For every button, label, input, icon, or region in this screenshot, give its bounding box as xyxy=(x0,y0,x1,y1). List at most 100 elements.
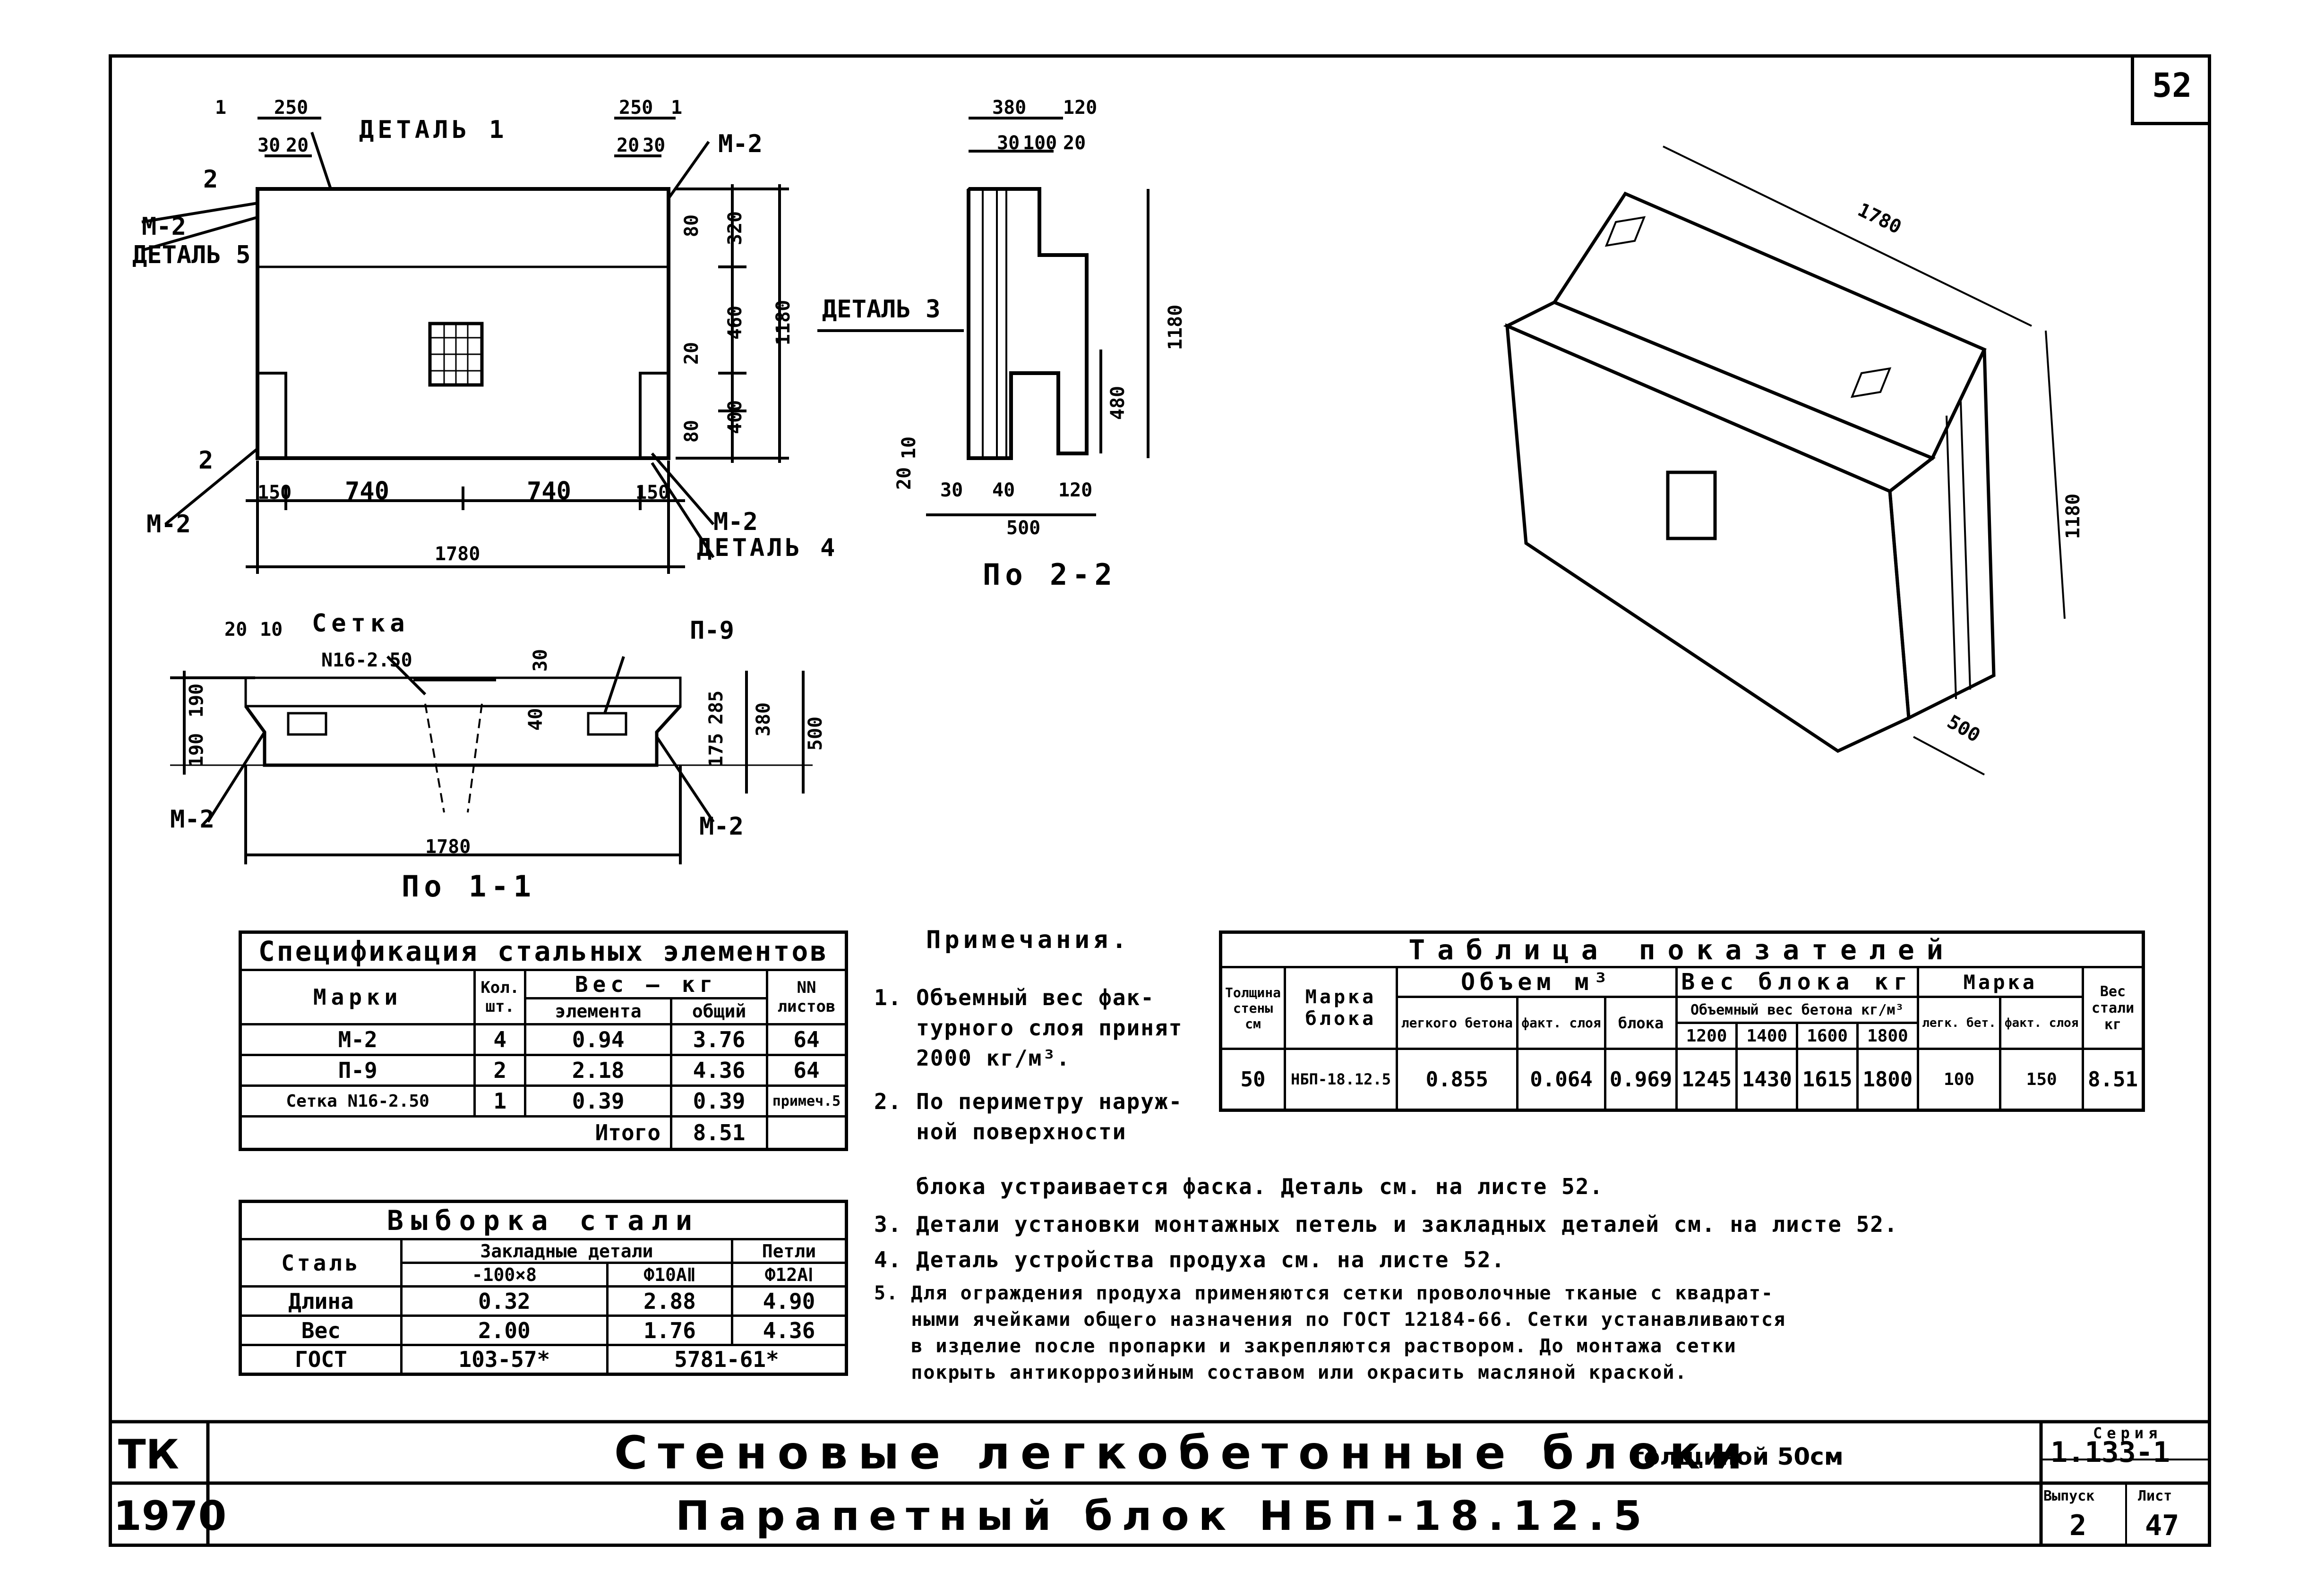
steel-table-title: Выборка стали xyxy=(239,1200,848,1240)
plan-dim-190-bottom: 190 xyxy=(186,733,208,768)
side-dim-480: 480 xyxy=(1107,385,1129,420)
plan-dim-30: 30 xyxy=(530,649,552,672)
dim-30-right: 30 xyxy=(643,135,666,156)
plan-section-caption: По 1-1 xyxy=(402,869,536,904)
spec-cell: 4.36 xyxy=(670,1054,768,1087)
spec-col-qty: Кол. шт. xyxy=(473,969,527,1025)
dim-1180-front: 1180 xyxy=(772,299,795,346)
side-dim-120: 120 xyxy=(1063,97,1098,119)
spec-col-weight: Вес — кг xyxy=(524,969,768,999)
plan-dim-175: 175 xyxy=(705,733,728,768)
dim-250-left: 250 xyxy=(274,97,309,119)
steel-cell: 1.76 xyxy=(606,1314,733,1346)
ind-cell: 100 xyxy=(1916,1048,2002,1111)
plan-dim-1780: 1780 xyxy=(425,836,471,858)
dim-2-bottom: 2 xyxy=(198,446,214,475)
steel-table: Выборка стали Сталь Закладные детали Пет… xyxy=(239,1200,848,1376)
spec-cell: 0.39 xyxy=(524,1084,673,1118)
note-2-cont: блока устраивается фаска. Деталь см. на … xyxy=(874,1174,1604,1199)
steel-col-c1: -100×8 xyxy=(400,1262,609,1288)
title-block-issue: 2 xyxy=(2069,1509,2087,1542)
plan-dim-285: 285 xyxy=(705,690,728,725)
sheet-number-box xyxy=(2131,54,2211,125)
front-view-drawing xyxy=(141,117,789,574)
spec-col-total: общий xyxy=(670,997,768,1025)
title-block-lines xyxy=(109,1420,2211,1547)
side-dim-20-low: 20 xyxy=(893,467,916,490)
side-dim-30: 30 xyxy=(997,132,1020,154)
spec-cell: 0.94 xyxy=(524,1023,673,1056)
table-row: Сетка N16-2.50 1 0.39 0.39 примеч.5 xyxy=(239,1084,848,1118)
title-block-sheet: 47 xyxy=(2145,1509,2179,1542)
dim-320: 320 xyxy=(724,211,746,246)
notes-title: Примечания. xyxy=(926,926,1131,954)
dim-30-left: 30 xyxy=(257,135,281,156)
table-row: ГОСТ 103-57* 5781-61* xyxy=(239,1344,848,1375)
side-detail3-label: ДЕТАЛЬ 3 xyxy=(822,295,941,324)
ind-col-light: легкого бетона xyxy=(1396,996,1518,1050)
note-2: 2. По периметру наруж- ной поверхности xyxy=(874,1089,1183,1144)
plan-mesh-code: N16-2.50 xyxy=(321,649,412,671)
spec-total-empty xyxy=(766,1115,848,1151)
steel-cell: 4.36 xyxy=(730,1314,848,1346)
ind-col-fakt2: факт. слоя xyxy=(1999,996,2084,1050)
spec-cell: 4 xyxy=(473,1023,527,1056)
side-dim-20: 20 xyxy=(1063,132,1086,154)
ind-cell: 0.969 xyxy=(1604,1048,1678,1111)
dim-460: 460 xyxy=(724,305,746,340)
drawing-frame xyxy=(109,54,2211,1547)
ind-col-bulk: Объемный вес бетона кг/м³ xyxy=(1675,996,1919,1024)
spec-cell: Сетка N16-2.50 xyxy=(239,1084,476,1118)
front-detail4-label: ДЕТАЛЬ 4 xyxy=(697,534,838,562)
note-1: 1. Объемный вес фак- турного слоя принят… xyxy=(874,985,1183,1071)
plan-dim-380: 380 xyxy=(753,702,775,737)
side-dim-100: 100 xyxy=(1023,132,1057,154)
dim-80-top: 80 xyxy=(681,214,703,238)
plan-dim-500: 500 xyxy=(805,716,827,751)
note-5: 5. Для ограждения продуха применяются се… xyxy=(874,1282,1786,1383)
dim-20-left: 20 xyxy=(286,135,309,156)
dim-1-top-right: 1 xyxy=(671,97,683,119)
side-dim-500: 500 xyxy=(1006,517,1041,539)
ind-col-w2: 1400 xyxy=(1735,1022,1799,1050)
table-row: Вес 2.00 1.76 4.36 xyxy=(239,1314,848,1346)
ind-cell: 8.51 xyxy=(2082,1048,2145,1111)
spec-cell: 2.18 xyxy=(524,1054,673,1087)
spec-col-marks: Марки xyxy=(239,969,476,1025)
ind-col-wall: Толщина стены см xyxy=(1219,966,1287,1050)
isometric-view-drawing xyxy=(1503,145,2066,776)
plan-section-drawing xyxy=(170,655,813,864)
dim-150-right: 150 xyxy=(635,482,670,504)
side-dim-40: 40 xyxy=(992,479,1015,501)
plan-dim-40: 40 xyxy=(525,708,547,731)
dim-20-right: 20 xyxy=(617,135,640,156)
plan-dim-10: 10 xyxy=(260,619,283,640)
ind-cell: 50 xyxy=(1219,1048,1287,1111)
note-3: 3. Детали установки монтажных петель и з… xyxy=(874,1212,1898,1237)
spec-cell: 2 xyxy=(473,1054,527,1087)
spec-cell: 3.76 xyxy=(670,1023,768,1056)
front-m2-label-bottom-right: М-2 xyxy=(713,508,758,536)
plan-m2-right: М-2 xyxy=(699,812,744,841)
spec-total-value: 8.51 xyxy=(670,1115,768,1151)
steel-cell: ГОСТ xyxy=(239,1344,403,1375)
table-row: М-2 4 0.94 3.76 64 xyxy=(239,1023,848,1056)
title-block-series: 1.133-1 xyxy=(2050,1436,2170,1469)
ind-cell: НБП-18.12.5 xyxy=(1284,1048,1398,1111)
ind-cell: 1615 xyxy=(1796,1048,1859,1111)
steel-cell: 2.88 xyxy=(606,1285,733,1317)
spec-col-element: элемента xyxy=(524,997,673,1025)
table-row: П-9 2 2.18 4.36 64 xyxy=(239,1054,848,1087)
indicators-table: Таблица показателей Толщина стены см Мар… xyxy=(1219,930,2145,1112)
steel-col-c3: Ф12АⅠ xyxy=(730,1262,848,1288)
ind-col-volume: Объем м³ xyxy=(1396,966,1678,998)
steel-cell: Длина xyxy=(239,1285,403,1317)
side-dim-10: 10 xyxy=(898,436,920,460)
steel-cell: 0.32 xyxy=(400,1285,609,1317)
spec-cell: П-9 xyxy=(239,1054,476,1087)
steel-col-steel: Сталь xyxy=(239,1238,403,1288)
iso-dim-1180: 1180 xyxy=(2062,493,2085,539)
table-row: 50 НБП-18.12.5 0.855 0.064 0.969 1245 14… xyxy=(1219,1048,2145,1111)
steel-cell: 2.00 xyxy=(400,1314,609,1346)
